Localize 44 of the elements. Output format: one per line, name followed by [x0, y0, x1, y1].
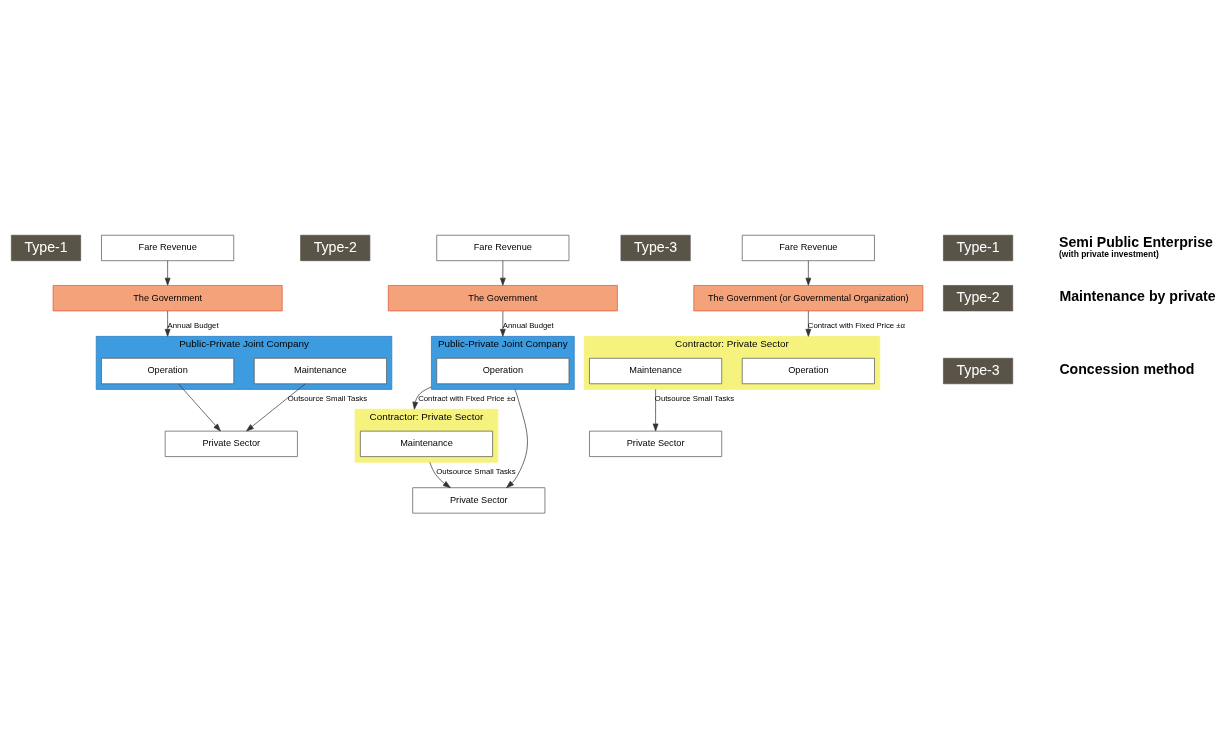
node-box: Operation: [741, 357, 875, 384]
node-box: The Government: [387, 284, 618, 311]
edge-label: Annual Budget: [167, 320, 219, 330]
node-label: (with private investment): [1059, 248, 1159, 259]
arrow: [164, 259, 171, 286]
node-box: Private Sector: [412, 486, 546, 514]
arrow: [246, 383, 306, 431]
node-box: The Government (or Governmental Organization): [693, 284, 924, 311]
node-box: Type-1: [11, 234, 81, 261]
node-label: Semi Public Enterprise: [1059, 233, 1213, 250]
node-box: Type-1: [943, 234, 1014, 261]
node-box: Type-2: [300, 234, 371, 261]
arrow: [506, 388, 528, 488]
node-box: Type-3: [943, 357, 1014, 384]
node-box: Fare Revenue: [741, 234, 875, 261]
node-box: Type-3: [620, 234, 691, 261]
edge-label: Annual Budget: [502, 320, 554, 330]
node-box: Private Sector: [589, 430, 723, 457]
arrow: [412, 386, 432, 410]
node-label: Concession method: [1059, 360, 1195, 377]
node-box: Type-2: [943, 284, 1014, 311]
arrow: [164, 310, 171, 337]
edge-label: Contract with Fixed Price ±α: [807, 320, 906, 330]
arrow: [429, 461, 451, 488]
edge-label: Contract with Fixed Price ±α: [418, 393, 516, 403]
node-box: Fare Revenue: [436, 234, 570, 261]
edge-label: Outsource Small Tasks: [436, 466, 516, 476]
arrow: [652, 388, 659, 431]
node-box: Operation: [436, 357, 570, 384]
edge-label: Outsource Small Tasks: [287, 393, 368, 403]
node-box: Maintenance: [360, 430, 493, 457]
node-box: Private Sector: [164, 430, 298, 457]
arrow: [500, 310, 506, 337]
arrow: [805, 259, 812, 286]
arrow: [500, 259, 506, 286]
node-label: Maintenance by private: [1059, 287, 1216, 304]
node-box: Fare Revenue: [101, 234, 235, 261]
node-box: Maintenance: [589, 357, 723, 384]
arrow: [805, 310, 812, 337]
node-box: Maintenance: [253, 357, 387, 384]
arrow: [178, 383, 221, 431]
edge-label: Outsource Small Tasks: [654, 393, 735, 403]
node-box: The Government: [52, 284, 283, 311]
node-box: Operation: [101, 357, 235, 384]
